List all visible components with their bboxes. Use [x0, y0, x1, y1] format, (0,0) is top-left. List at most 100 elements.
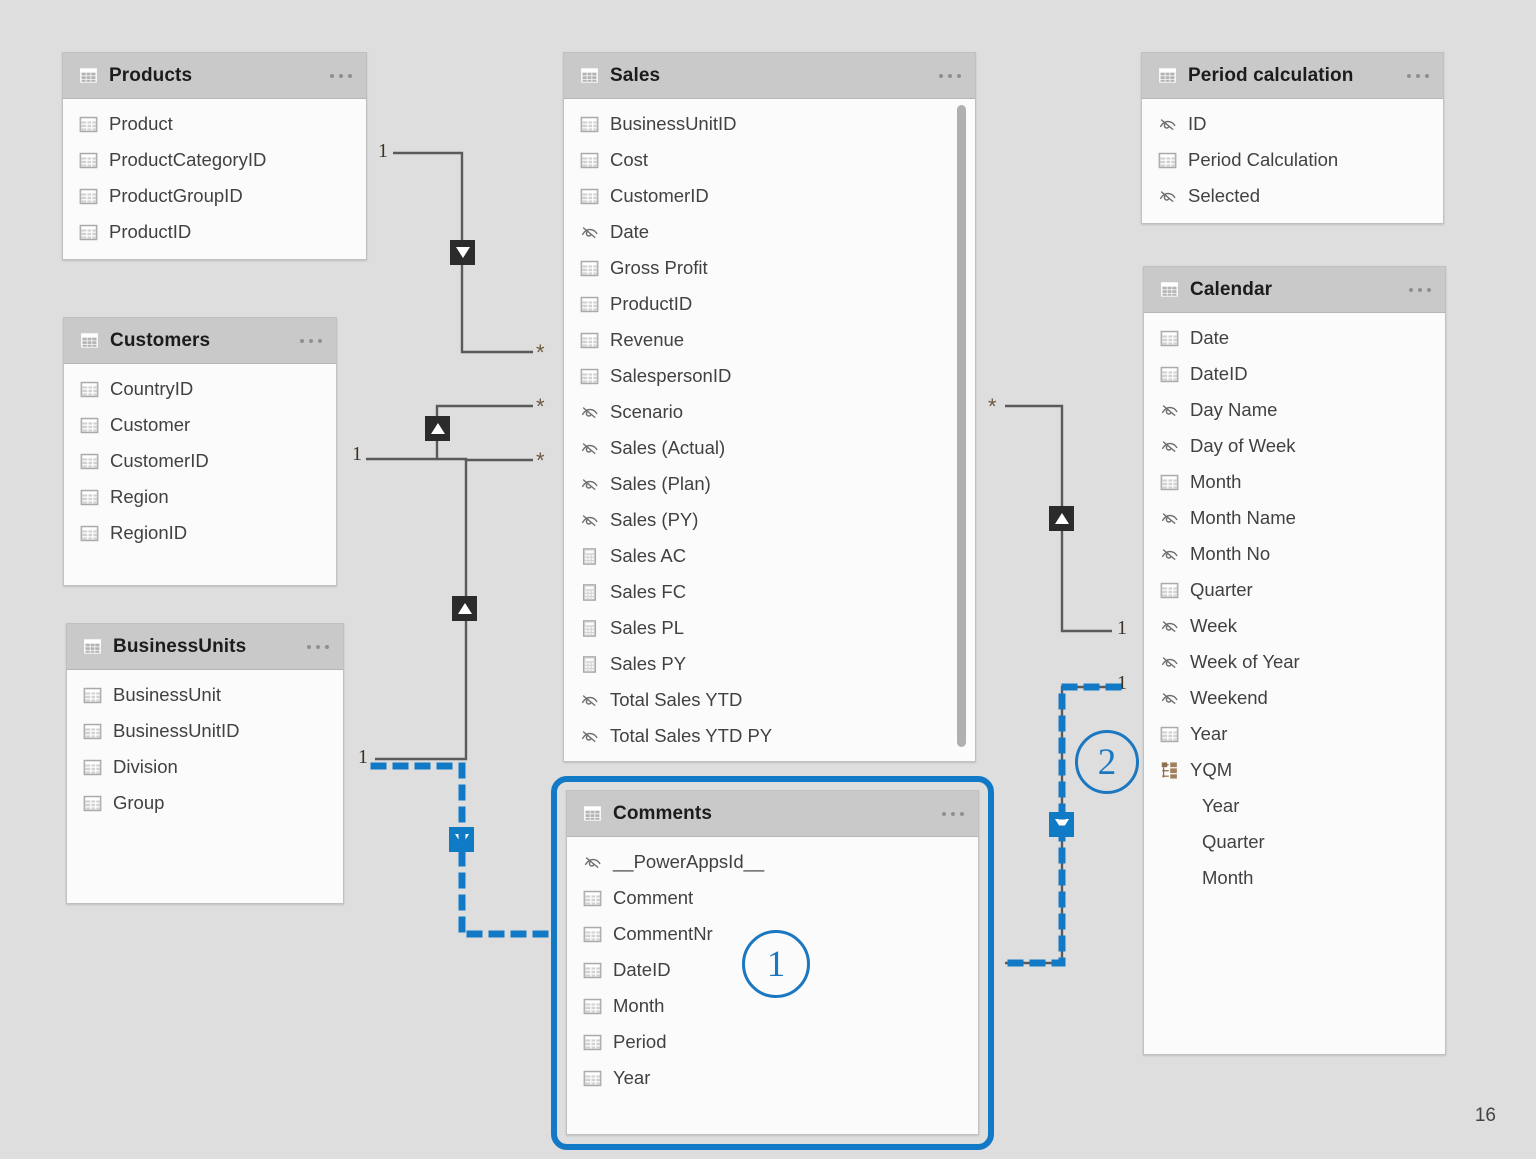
column-icon [1158, 151, 1177, 170]
field-row[interactable]: Sales AC [564, 538, 975, 574]
field-row[interactable]: Sales (Plan) [564, 466, 975, 502]
table-header[interactable]: Customers [64, 318, 336, 364]
table-header[interactable]: Products [63, 53, 366, 99]
table-title: BusinessUnits [113, 635, 247, 657]
more-options-icon[interactable] [942, 811, 964, 816]
field-row[interactable]: Quarter [1144, 572, 1445, 608]
column-icon [583, 1069, 602, 1088]
column-icon [83, 758, 102, 777]
hidden-icon [1160, 617, 1179, 636]
column-icon [83, 794, 102, 813]
field-row[interactable]: SalespersonID [564, 358, 975, 394]
field-row[interactable]: Sales FC [564, 574, 975, 610]
field-row[interactable]: Total Sales YTD [564, 682, 975, 718]
field-row[interactable]: Scenario [564, 394, 975, 430]
field-row[interactable]: Sales (PY) [564, 502, 975, 538]
field-row[interactable]: Date [564, 214, 975, 250]
field-row[interactable]: Month [567, 988, 978, 1024]
field-row[interactable]: Period Calculation [1142, 142, 1443, 178]
field-row[interactable]: ProductCategoryID [63, 142, 366, 178]
field-row[interactable]: Week of Year [1144, 644, 1445, 680]
field-row[interactable]: Month Name [1144, 500, 1445, 536]
field-row[interactable]: Quarter [1144, 824, 1445, 860]
field-row[interactable]: Period [567, 1024, 978, 1060]
column-icon [580, 331, 599, 350]
field-row[interactable]: CustomerID [564, 178, 975, 214]
field-row[interactable]: Month [1144, 860, 1445, 896]
field-row[interactable]: __PowerAppsId__ [567, 844, 978, 880]
field-row[interactable]: BusinessUnit [67, 677, 343, 713]
field-row[interactable]: Total Sales YTD PY [564, 718, 975, 754]
field-row[interactable]: Date [1144, 320, 1445, 356]
field-row[interactable]: CustomerID [64, 443, 336, 479]
field-row[interactable]: ProductID [564, 286, 975, 322]
field-row[interactable]: DateID [1144, 356, 1445, 392]
field-row[interactable]: Sales PY [564, 646, 975, 682]
field-row[interactable]: Weekend [1144, 680, 1445, 716]
table-title: Comments [613, 802, 712, 824]
field-row[interactable]: Day of Week [1144, 428, 1445, 464]
column-icon [79, 115, 98, 134]
field-row[interactable]: Selected [1142, 178, 1443, 214]
table-header[interactable]: Calendar [1144, 267, 1445, 313]
cardinality-label-one: 1 [352, 443, 362, 465]
field-row[interactable]: Cost [564, 142, 975, 178]
field-row[interactable]: Year [1144, 716, 1445, 752]
field-row[interactable]: Year [567, 1060, 978, 1096]
table-header[interactable]: BusinessUnits [67, 624, 343, 670]
cardinality-label-many: * [536, 448, 545, 473]
businessunits-sales-filter-arrow[interactable] [452, 596, 477, 621]
field-row[interactable]: BusinessUnitID [564, 106, 975, 142]
field-row[interactable]: DateID [567, 952, 978, 988]
field-row[interactable]: Division [67, 749, 343, 785]
table-scrollbar[interactable] [957, 105, 966, 747]
field-row[interactable]: Week [1144, 608, 1445, 644]
calendar-sales-filter-arrow[interactable] [1049, 506, 1074, 531]
field-row[interactable]: Customer [64, 407, 336, 443]
table-header[interactable]: Comments [567, 791, 978, 837]
field-row[interactable]: Sales (Actual) [564, 430, 975, 466]
field-row[interactable]: Group [67, 785, 343, 821]
field-row[interactable]: Year [1144, 788, 1445, 824]
table-header[interactable]: Period calculation [1142, 53, 1443, 99]
field-row[interactable]: CountryID [64, 371, 336, 407]
field-row[interactable]: Month No [1144, 536, 1445, 572]
calendar-comments-filter-arrow[interactable] [1049, 812, 1074, 837]
field-label: CommentNr [613, 923, 713, 944]
field-row[interactable]: ProductGroupID [63, 178, 366, 214]
more-options-icon[interactable] [300, 338, 322, 343]
column-icon [580, 259, 599, 278]
field-row[interactable]: Revenue [564, 322, 975, 358]
customers-sales-filter-arrow[interactable] [425, 416, 450, 441]
field-row[interactable]: Region [64, 479, 336, 515]
field-row[interactable]: YQM [1144, 752, 1445, 788]
field-row[interactable]: ID [1142, 106, 1443, 142]
businessunits-comments-filter-arrow[interactable] [449, 827, 474, 852]
column-icon [583, 997, 602, 1016]
more-options-icon[interactable] [1409, 287, 1431, 292]
more-options-icon[interactable] [1407, 73, 1429, 78]
field-row[interactable]: Sales PL [564, 610, 975, 646]
column-icon [80, 524, 99, 543]
field-row[interactable]: RegionID [64, 515, 336, 551]
field-row[interactable]: BusinessUnitID [67, 713, 343, 749]
field-row[interactable]: Month [1144, 464, 1445, 500]
more-options-icon[interactable] [939, 73, 961, 78]
field-row[interactable]: Gross Profit [564, 250, 975, 286]
field-row[interactable]: ProductID [63, 214, 366, 250]
field-row[interactable]: Day Name [1144, 392, 1445, 428]
more-options-icon[interactable] [307, 644, 329, 649]
field-row[interactable]: CommentNr [567, 916, 978, 952]
field-row[interactable]: Product [63, 106, 366, 142]
field-row[interactable]: Comment [567, 880, 978, 916]
table-header[interactable]: Sales [564, 53, 975, 99]
more-options-icon[interactable] [330, 73, 352, 78]
products-sales-filter-arrow[interactable] [450, 240, 475, 265]
